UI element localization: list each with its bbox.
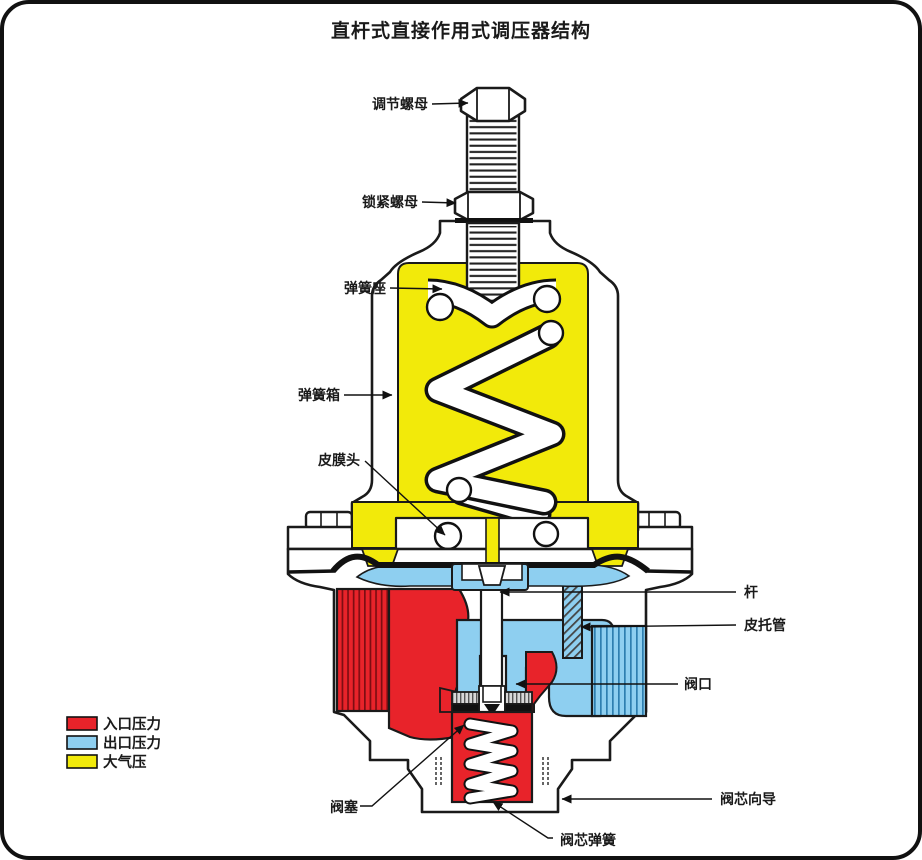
label-valve-plug: 阀塞 — [330, 799, 359, 815]
adjusting-nut-shape — [459, 86, 527, 123]
leader-adjusting-nut — [431, 98, 469, 108]
outlet-thread — [590, 624, 648, 718]
label-pitot-tube: 皮托管 — [743, 617, 786, 633]
part-labels: 调节螺母 锁紧螺母 弹簧座 弹簧箱 皮膜头 杆 皮托管 阀口 阀塞 阀芯向导 阀… — [298, 96, 786, 848]
leader-valve-core-spring — [492, 801, 553, 839]
label-diaphragm-head: 皮膜头 — [317, 452, 360, 468]
legend: 入口压力 出口压力 大气压 — [66, 715, 161, 771]
label-spring-seat: 弹簧座 — [344, 280, 386, 296]
diaphragm-pusher — [451, 563, 529, 591]
valve-spring-chamber — [435, 710, 549, 805]
leader-spring-seat — [389, 284, 443, 294]
label-lock-nut: 锁紧螺母 — [362, 194, 418, 210]
diaphragm-assembly — [288, 553, 692, 591]
legend-swatch-inlet — [66, 716, 98, 731]
label-valve-port: 阀口 — [684, 676, 712, 692]
legend-label-atmosphere: 大气压 — [103, 753, 147, 771]
valve-core-spring-shape — [463, 717, 519, 805]
stem-shape — [479, 584, 504, 692]
legend-label-inlet: 入口压力 — [103, 715, 161, 733]
label-valve-core-guide: 阀芯向导 — [720, 791, 776, 807]
legend-label-outlet: 出口压力 — [103, 734, 161, 752]
seat-ball-right — [532, 520, 560, 548]
lock-nut-shape — [453, 190, 535, 223]
legend-swatch-outlet — [66, 735, 98, 750]
leader-lines — [344, 98, 737, 839]
legend-swatch-atmosphere — [66, 754, 98, 769]
leader-lock-nut — [421, 198, 457, 208]
label-valve-core-spring: 阀芯弹簧 — [560, 832, 616, 848]
spring-seat-stem — [485, 517, 500, 569]
diaphragm-sheet — [330, 553, 650, 574]
inlet-thread — [335, 587, 391, 713]
leader-pitot-tube — [580, 622, 737, 632]
adjusting-screw — [465, 114, 521, 202]
label-stem: 杆 — [744, 584, 758, 600]
main-spring — [424, 322, 566, 528]
leader-diaphragm-head — [364, 460, 446, 536]
seat-ball-left — [433, 521, 463, 551]
upper-spring-seat — [425, 278, 565, 347]
valve-port-ring — [525, 651, 558, 713]
leader-valve-plug — [360, 724, 465, 807]
label-adjusting-nut: 调节螺母 — [372, 96, 428, 112]
page-title: 直杆式直接作用式调压器结构 — [331, 19, 591, 42]
label-spring-case: 弹簧箱 — [298, 387, 340, 403]
